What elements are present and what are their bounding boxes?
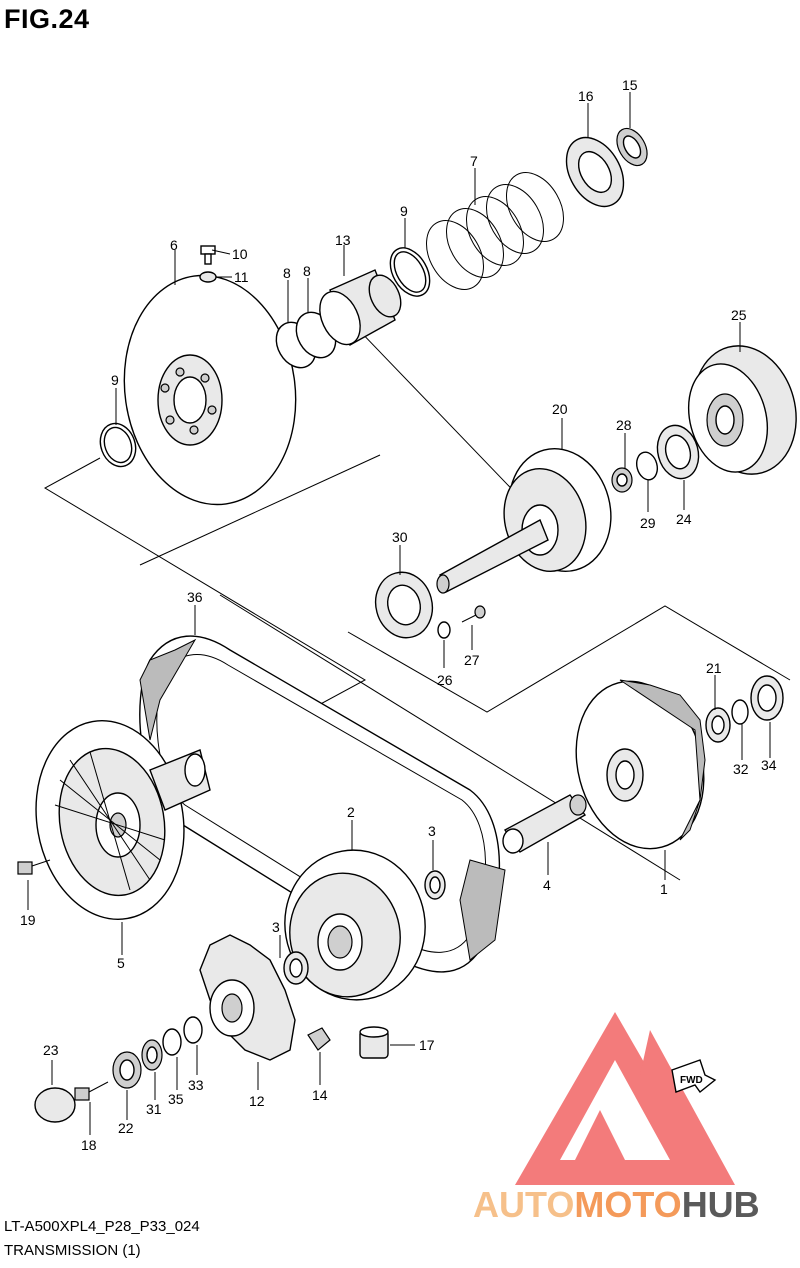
callout-10: 10 — [232, 246, 248, 262]
callout-8b: 8 — [303, 263, 311, 279]
part-20-clutch-housing-shaft — [436, 448, 612, 594]
watermark-text: AUTOMOTOHUB — [473, 1184, 760, 1225]
footer-code: LT-A500XPL4_P28_P33_024 — [4, 1218, 200, 1235]
part-9-o-ring-left — [99, 422, 137, 468]
figure-title: FIG.24 — [4, 4, 90, 34]
part-26-washer — [437, 621, 451, 639]
callout-6: 6 — [170, 237, 178, 253]
part-15-nut — [616, 127, 648, 167]
part-14-slide-piece — [307, 1027, 331, 1051]
callout-30: 30 — [392, 529, 408, 545]
part-1-fixed-drive-face — [575, 679, 706, 850]
part-32-washer — [731, 699, 749, 725]
callout-7: 7 — [470, 153, 478, 169]
callout-4: 4 — [543, 877, 551, 893]
part-29-washer — [635, 451, 659, 481]
leader-lines — [27, 92, 771, 1135]
callout-9-left: 9 — [111, 372, 119, 388]
part-21-spacer — [705, 707, 731, 743]
part-3-collar-a — [424, 870, 446, 900]
callout-24: 24 — [676, 511, 692, 527]
callout-22: 22 — [118, 1120, 134, 1136]
callout-20: 20 — [552, 401, 568, 417]
callout-23: 23 — [43, 1042, 59, 1058]
callout-21: 21 — [706, 660, 722, 676]
callout-5: 5 — [117, 955, 125, 971]
part-34-oil-seal — [750, 675, 784, 721]
callout-16: 16 — [578, 88, 594, 104]
part-33-washer — [183, 1016, 203, 1044]
callout-17: 17 — [419, 1037, 435, 1053]
callout-33: 33 — [188, 1077, 204, 1093]
callout-2: 2 — [347, 804, 355, 820]
part-24-bearing — [656, 424, 700, 480]
callout-1: 1 — [660, 881, 668, 897]
callout-29: 29 — [640, 515, 656, 531]
part-13-collar — [319, 269, 402, 347]
callout-15: 15 — [622, 77, 638, 93]
callout-3-upper: 3 — [428, 823, 436, 839]
callout-18: 18 — [81, 1137, 97, 1153]
part-19-bolt — [17, 859, 51, 875]
callout-numbers: 6 10 11 8 8 13 9 7 16 15 9 20 28 29 24 2… — [20, 77, 777, 1153]
part-2-movable-drive-face — [284, 849, 426, 1001]
part-28-spacer — [611, 467, 633, 493]
watermark-logo — [515, 1012, 735, 1185]
callout-27: 27 — [464, 652, 480, 668]
part-16-spring-seat — [565, 136, 625, 208]
callout-25: 25 — [731, 307, 747, 323]
watermark-brand: AUTOMOTOHUB — [473, 1184, 760, 1225]
callout-9-upper: 9 — [400, 203, 408, 219]
part-3-collar-b — [283, 951, 309, 985]
callout-14: 14 — [312, 1087, 328, 1103]
callout-28: 28 — [616, 417, 632, 433]
fwd-label: FWD — [680, 1075, 703, 1086]
part-30-bearing — [374, 571, 434, 639]
part-22-nut — [112, 1051, 142, 1089]
callout-34: 34 — [761, 757, 777, 773]
callout-26: 26 — [437, 672, 453, 688]
callout-3-lower: 3 — [272, 919, 280, 935]
callout-11: 11 — [234, 269, 249, 285]
part-4-sleeve — [502, 794, 587, 854]
fwd-arrow-badge: FWD — [671, 1059, 717, 1094]
part-7-spring — [426, 172, 564, 290]
part-35-washer — [162, 1028, 182, 1056]
part-31-washer — [141, 1039, 163, 1071]
callout-12: 12 — [249, 1093, 265, 1109]
part-11-nut — [199, 271, 217, 283]
callout-31: 31 — [146, 1101, 162, 1117]
callout-8a: 8 — [283, 265, 291, 281]
footer-section: TRANSMISSION (1) — [4, 1242, 141, 1259]
part-25-clutch-shoe — [687, 345, 797, 475]
callout-19: 19 — [20, 912, 36, 928]
callout-36: 36 — [187, 589, 203, 605]
part-18-bolt — [74, 1081, 109, 1101]
part-9-o-ring-upper — [389, 247, 431, 297]
part-6-driven-face — [123, 274, 297, 506]
part-5-drive-face — [35, 720, 211, 920]
callout-32: 32 — [733, 761, 749, 777]
part-17-roller — [359, 1026, 389, 1059]
part-27-bolt — [461, 605, 486, 623]
part-12-cam-plate — [199, 934, 296, 1061]
callout-35: 35 — [168, 1091, 184, 1107]
part-10-pin — [200, 245, 216, 265]
part-23-cap — [34, 1087, 76, 1123]
callout-13: 13 — [335, 232, 351, 248]
